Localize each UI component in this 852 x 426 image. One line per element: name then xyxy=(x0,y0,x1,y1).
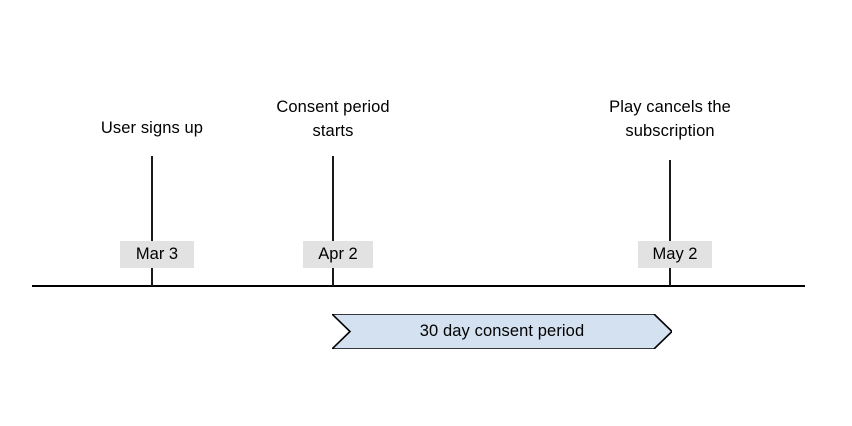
tick-line-user-signs-up xyxy=(151,156,153,286)
consent-period-banner: 30 day consent period xyxy=(332,314,672,349)
event-label-user-signs-up: User signs up xyxy=(100,119,204,137)
consent-period-banner-shape xyxy=(332,314,672,349)
tick-line-consent-period-starts xyxy=(332,156,334,286)
tick-line-play-cancels-subscription xyxy=(669,160,671,286)
event-label-consent-period-starts: Consent period starts xyxy=(276,98,390,140)
date-chip-apr-2: Apr 2 xyxy=(303,241,373,268)
timeline-axis xyxy=(32,285,805,287)
event-label-play-cancels-subscription: Play cancels the subscription xyxy=(609,98,731,140)
date-chip-mar-3: Mar 3 xyxy=(120,241,194,268)
date-chip-may-2: May 2 xyxy=(638,241,712,268)
